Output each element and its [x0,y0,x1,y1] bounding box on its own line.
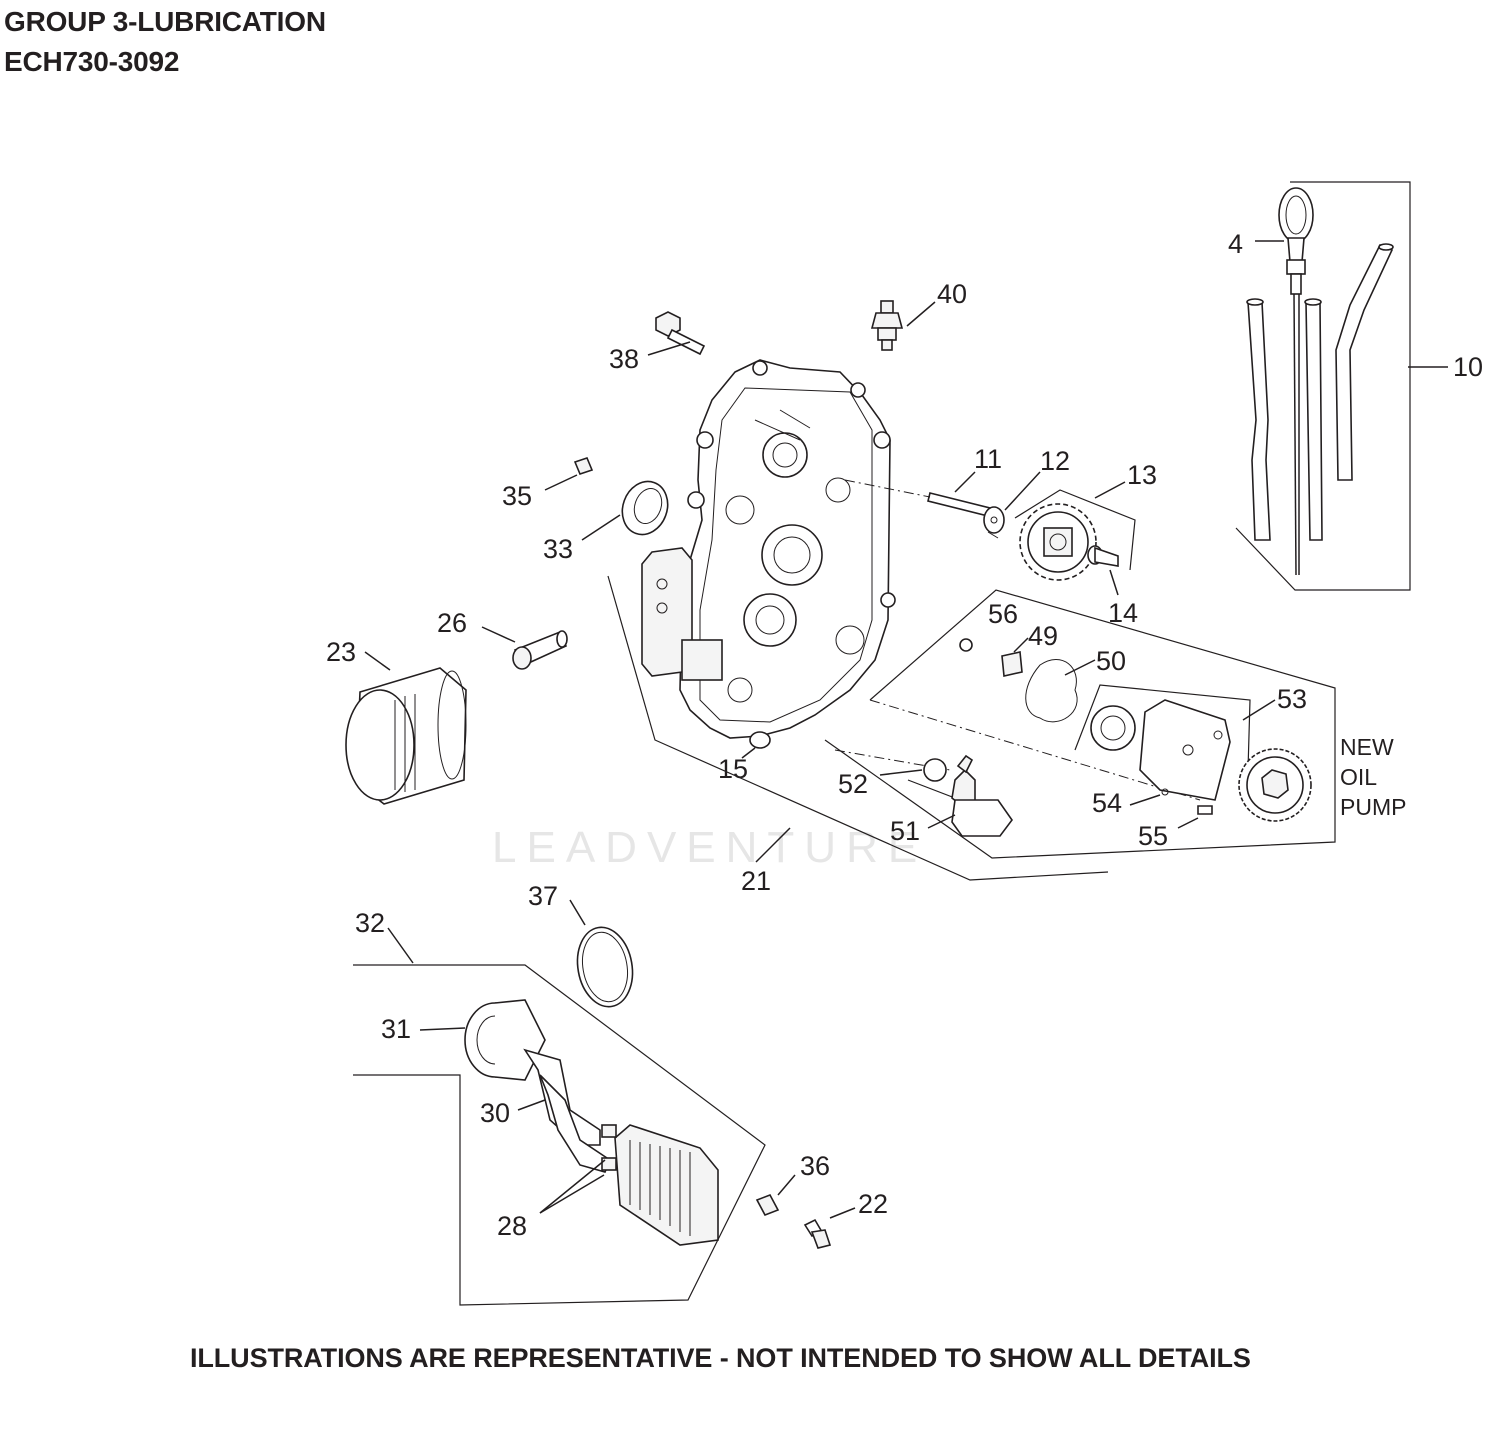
callout-40: 40 [937,279,967,309]
callout-54: 54 [1092,788,1122,818]
callout-15: 15 [718,754,748,784]
filter-nipple-26 [512,630,568,670]
callout-30: 30 [480,1098,510,1128]
callout-26: 26 [437,608,467,638]
new-oil-pump-note-line2: OIL [1340,764,1377,790]
oil-pump-gear [1238,748,1312,822]
callout-38: 38 [609,344,639,374]
cooler-hoses-30 [523,1048,611,1173]
pin-35 [573,457,594,475]
callout-50: 50 [1096,646,1126,676]
o-ring-37 [576,926,634,1008]
gasket-50 [1025,659,1078,723]
shaft-11 [927,492,991,517]
oil-seal [621,480,669,536]
callout-23: 23 [326,637,356,667]
bolt-38 [655,311,706,356]
cooler-adapter-31 [464,999,546,1081]
spring-49 [1001,651,1023,677]
disclaimer-footer: ILLUSTRATIONS ARE REPRESENTATIVE - NOT I… [190,1343,1251,1373]
callout-10: 10 [1453,352,1483,382]
pin-14 [1087,545,1119,567]
callout-31: 31 [381,1014,411,1044]
callout-12: 12 [1040,446,1070,476]
callout-13: 13 [1127,460,1157,490]
callout-33: 33 [543,534,573,564]
callout-56: 56 [988,599,1018,629]
screw-22 [803,1218,832,1249]
crankcase-cover [641,359,896,739]
new-oil-pump-note-line1: NEW [1340,734,1394,760]
screw-55 [1197,805,1213,815]
callout-35: 35 [502,481,532,511]
ball-56 [959,638,973,652]
callout-21: 21 [741,866,771,896]
oil-filter [345,667,467,805]
diagram-model-number: ECH730-3092 [4,46,180,77]
callout-53: 53 [1277,684,1307,714]
new-oil-pump-note-line3: PUMP [1340,794,1406,820]
oil-pickup-51 [951,754,1013,837]
dipstick-group [1235,181,1411,591]
callout-28: 28 [497,1211,527,1241]
o-ring-15 [749,731,771,749]
oil-pump-cover-plate [1139,699,1231,801]
washer-12 [983,506,1005,539]
gear-13 [1019,503,1097,581]
oil-pump-rotor [1090,705,1136,751]
callout-49: 49 [1028,621,1058,651]
oil-pressure-sensor [870,300,904,351]
callout-14: 14 [1108,598,1138,628]
oil-cooler [601,1124,719,1246]
callout-22: 22 [858,1189,888,1219]
watermark-text: LEADVENTURE [492,823,927,872]
callout-51: 51 [890,816,920,846]
callout-36: 36 [800,1151,830,1181]
clip-36 [755,1193,780,1217]
callout-55: 55 [1138,821,1168,851]
callout-4: 4 [1228,229,1243,259]
callout-11: 11 [974,444,1002,474]
callout-37: 37 [528,881,558,911]
o-ring-52 [923,758,947,782]
callout-52: 52 [838,769,868,799]
callout-32: 32 [355,908,385,938]
diagram-title: GROUP 3-LUBRICATION [4,6,326,37]
